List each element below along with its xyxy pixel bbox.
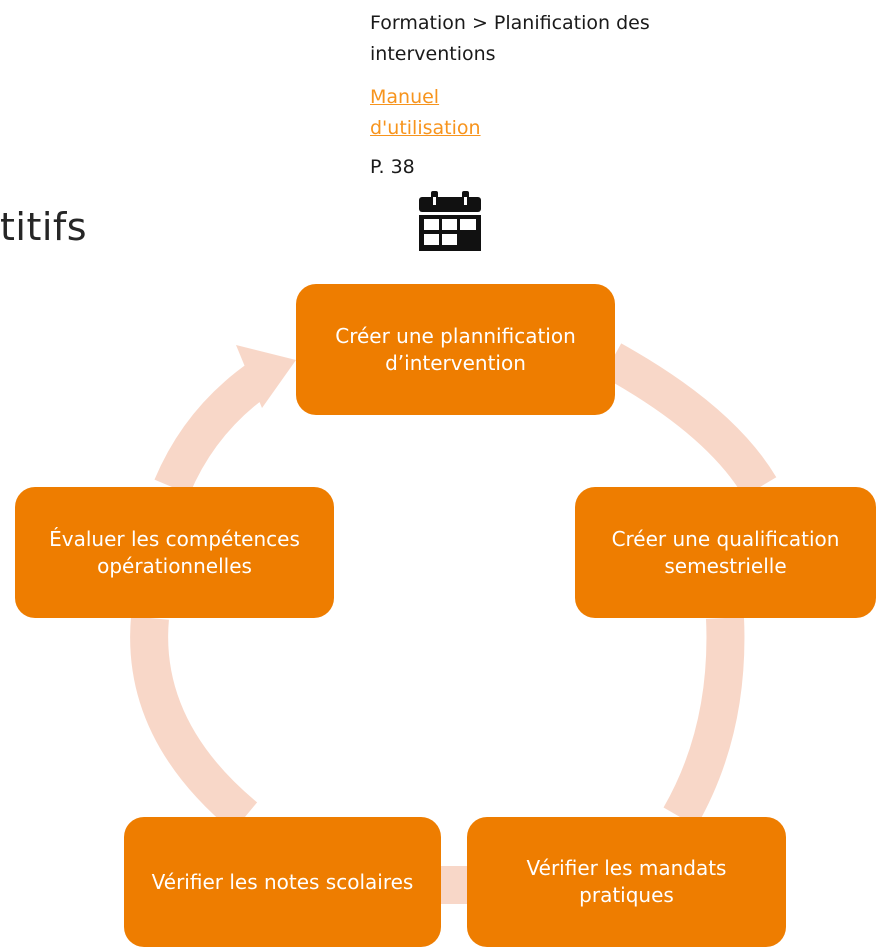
step-check-grades[interactable]: Vérifier les notes scolaires [124, 817, 441, 947]
arrowhead-left-to-top [236, 345, 296, 408]
arrow-bottomleft-to-left [130, 616, 258, 832]
page-reference: P. 38 [370, 156, 415, 178]
arrow-right-to-bottomright [663, 617, 745, 827]
step-create-qualification[interactable]: Créer une qualification semestrielle [575, 487, 876, 618]
arrow-top-to-right [602, 343, 777, 498]
step-check-mandates-label: Vérifier les mandats pratiques [526, 856, 727, 907]
arrow-left-to-top [154, 362, 272, 495]
step-create-qualification-label: Créer une qualification semestrielle [611, 526, 840, 578]
slide-title-fragment: titifs [0, 205, 88, 249]
step-evaluate-competencies[interactable]: Évaluer les compétences opérationnelles [15, 487, 334, 618]
calendar-icon [419, 191, 481, 251]
step-evaluate-competencies-label: Évaluer les compétences opérationnelles [49, 526, 300, 578]
step-check-mandates[interactable]: Vérifier les mandats pratiques [467, 817, 786, 947]
manual-link[interactable]: Manuel d'utilisation [370, 86, 481, 139]
step-create-plan-label: Créer une plannification d’intervention [335, 323, 576, 375]
step-check-grades-label: Vérifier les notes scolaires [151, 869, 414, 894]
breadcrumb: Formation > Planification des interventi… [370, 12, 650, 65]
step-create-plan[interactable]: Créer une plannification d’intervention [296, 284, 615, 415]
